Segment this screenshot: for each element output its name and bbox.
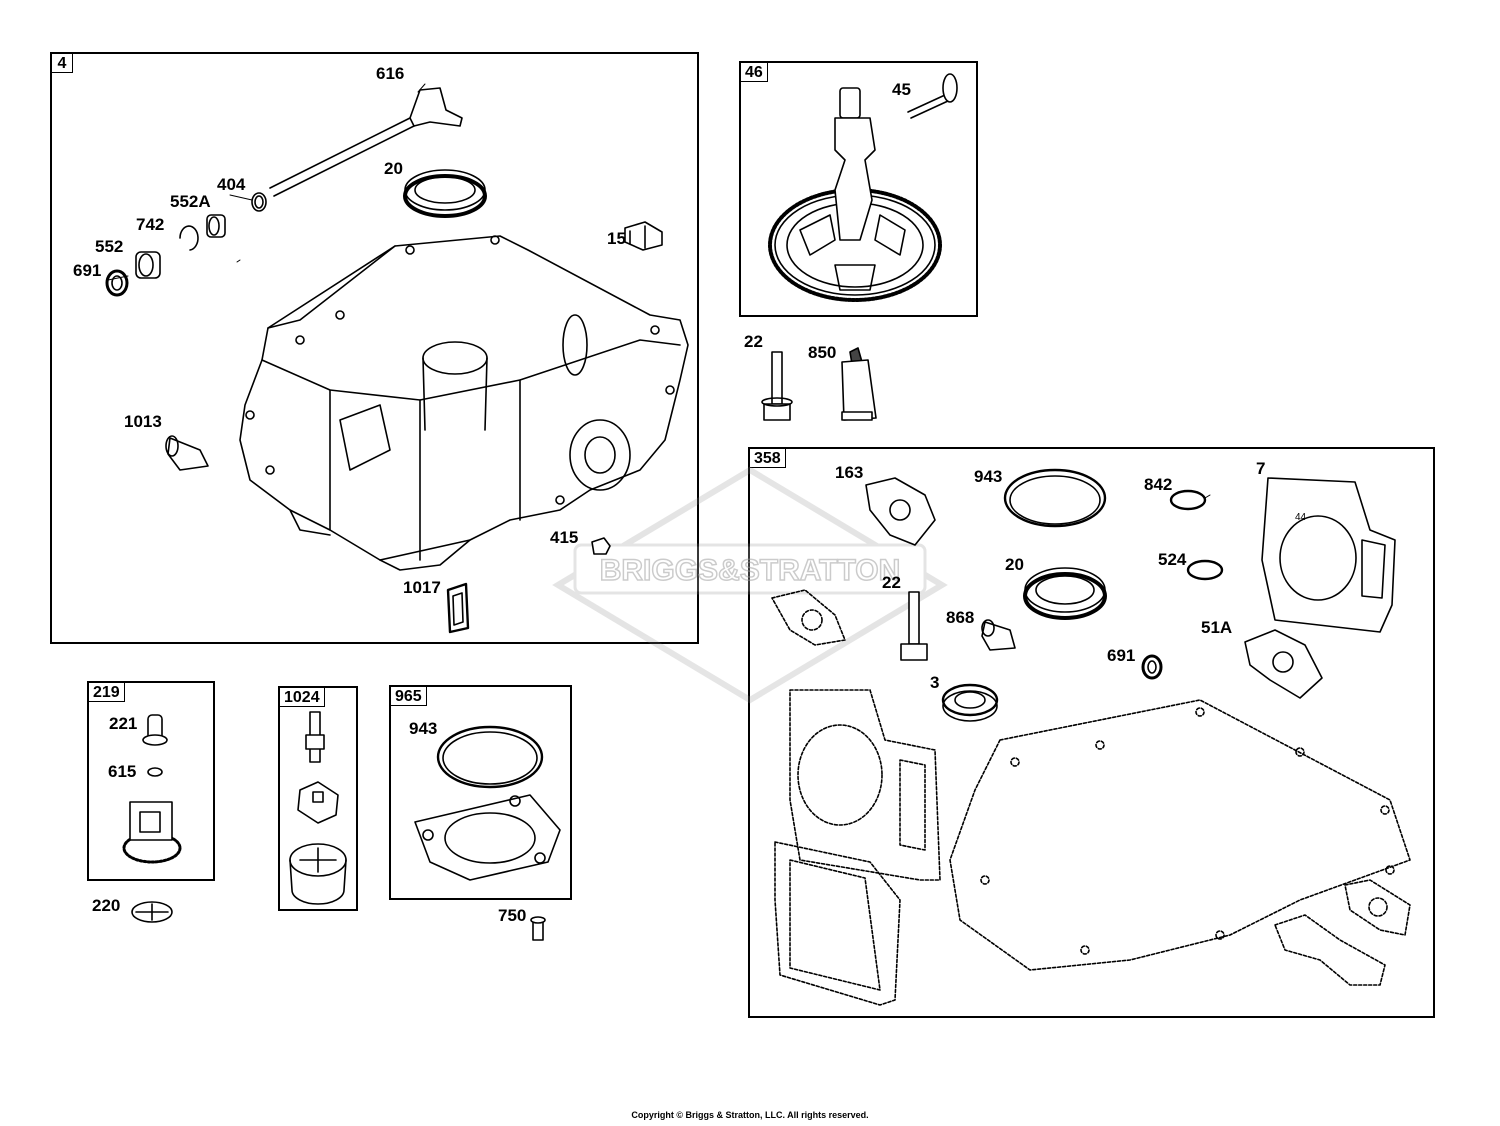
- callout-15: 15: [607, 229, 626, 248]
- callout-552: 552: [95, 237, 124, 256]
- group-box-oil-filter-adapter: 965: [389, 685, 572, 900]
- group-box-sump: 4: [50, 52, 699, 644]
- group-box-gasket-set: 358: [748, 447, 1435, 1018]
- callout-615: 615: [108, 762, 137, 781]
- group-label-camshaft: 46: [740, 62, 768, 82]
- callout-691-sump: 691: [73, 261, 102, 280]
- group-label-gasket-set: 358: [749, 448, 786, 468]
- callout-51a: 51A: [1201, 618, 1233, 637]
- callout-163: 163: [835, 463, 864, 482]
- callout-943-adapter: 943: [409, 719, 438, 738]
- callout-45: 45: [892, 80, 911, 99]
- copyright-notice: Copyright © Briggs & Stratton, LLC. All …: [631, 1110, 869, 1120]
- group-label-sump: 4: [51, 53, 73, 73]
- callout-220: 220: [92, 896, 121, 915]
- callout-1013: 1013: [124, 412, 162, 431]
- callout-221: 221: [109, 714, 138, 733]
- callout-22-set: 22: [882, 573, 901, 592]
- callout-750: 750: [498, 906, 527, 925]
- sealant-tube: [841, 347, 877, 421]
- bolt-22-top: [761, 351, 793, 421]
- group-box-governor: 219: [87, 681, 215, 881]
- callout-20-set: 20: [1005, 555, 1024, 574]
- callout-1017: 1017: [403, 578, 441, 597]
- callout-3: 3: [930, 673, 940, 692]
- screw-750: [530, 916, 546, 941]
- callout-943-set: 943: [974, 467, 1003, 486]
- group-box-camshaft: 46: [739, 61, 978, 317]
- callout-868: 868: [946, 608, 975, 627]
- callout-842: 842: [1144, 475, 1173, 494]
- callout-616: 616: [376, 64, 405, 83]
- callout-552a: 552A: [170, 192, 211, 211]
- callout-22-top: 22: [744, 332, 763, 351]
- group-label-governor: 219: [88, 682, 125, 702]
- callout-742: 742: [136, 215, 165, 234]
- governor-cup-220: [131, 901, 173, 923]
- callout-404: 404: [217, 175, 246, 194]
- callout-20-sump: 20: [384, 159, 403, 178]
- callout-415: 415: [550, 528, 579, 547]
- callout-691-set: 691: [1107, 646, 1136, 665]
- callout-524: 524: [1158, 550, 1187, 569]
- callout-7: 7: [1256, 459, 1266, 478]
- group-label-oil-pump: 1024: [279, 687, 325, 707]
- group-box-oil-pump: 1024: [278, 686, 358, 911]
- callout-850: 850: [808, 343, 837, 362]
- group-label-oil-filter-adapter: 965: [390, 686, 427, 706]
